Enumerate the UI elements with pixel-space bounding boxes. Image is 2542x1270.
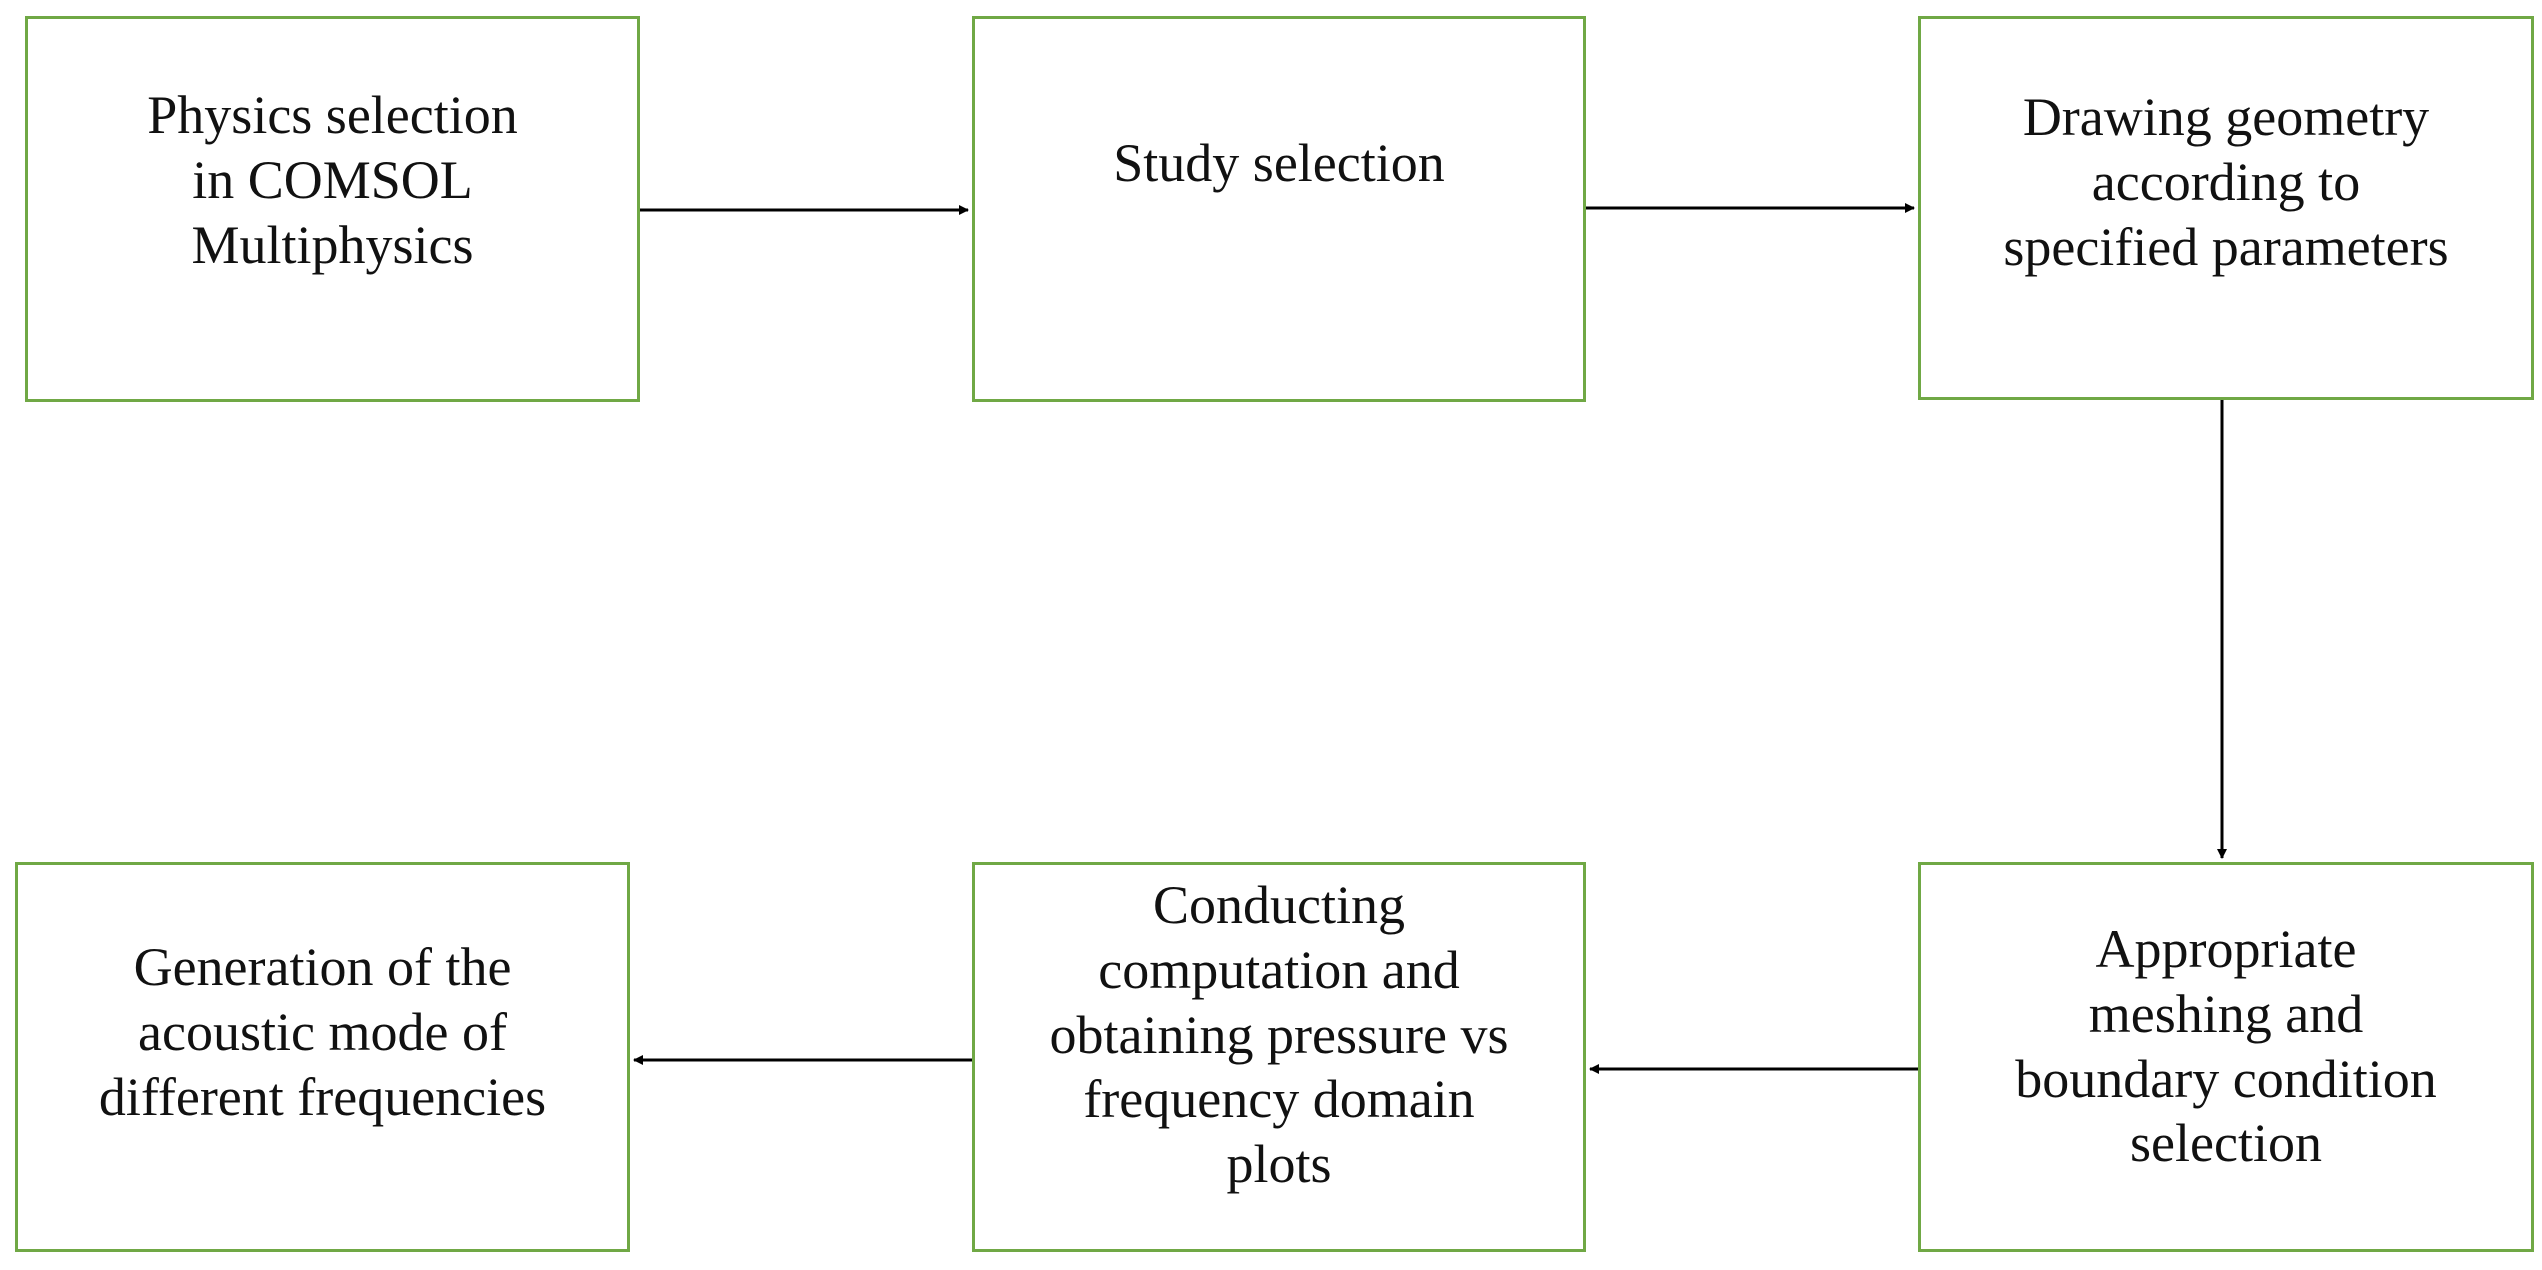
box-text-line: computation and (1098, 939, 1460, 1000)
computation-box: Conducting computation and obtaining pre… (972, 862, 1586, 1252)
box-text-line: Physics selection (147, 85, 518, 145)
box-text-line: different frequencies (98, 1066, 547, 1127)
box-text-line: Drawing geometry (2022, 87, 2430, 147)
acoustic-mode-generation-box: Generation of the acoustic mode of diffe… (15, 862, 630, 1252)
box-text-line: Study selection (1113, 133, 1445, 193)
box-text-line: Conducting (1153, 875, 1405, 935)
box-text-line: meshing and (2088, 983, 2364, 1044)
box-text-line: selection (2130, 1113, 2322, 1174)
study-selection-box: Study selection (972, 16, 1586, 402)
physics-selection-box: Physics selection in COMSOL Multiphysics (25, 16, 640, 402)
box-text-line: obtaining pressure vs (1049, 1004, 1509, 1065)
box-text-line: plots (1226, 1134, 1332, 1195)
box-text-line: in COMSOL (192, 149, 473, 210)
box-text-line: Multiphysics (191, 214, 474, 275)
box-text-line: according to (2091, 151, 2361, 212)
box-text-line: frequency domain (1083, 1069, 1475, 1130)
box-text-line: acoustic mode of (138, 1001, 507, 1062)
box-text-line: Appropriate (2095, 919, 2357, 979)
drawing-geometry-box: Drawing geometry according to specified … (1918, 16, 2534, 400)
meshing-boundary-box: Appropriate meshing and boundary conditi… (1918, 862, 2534, 1252)
box-text-line: boundary condition (2015, 1048, 2437, 1109)
box-text-line: Generation of the (133, 937, 512, 997)
box-text-line: specified parameters (2003, 216, 2449, 277)
